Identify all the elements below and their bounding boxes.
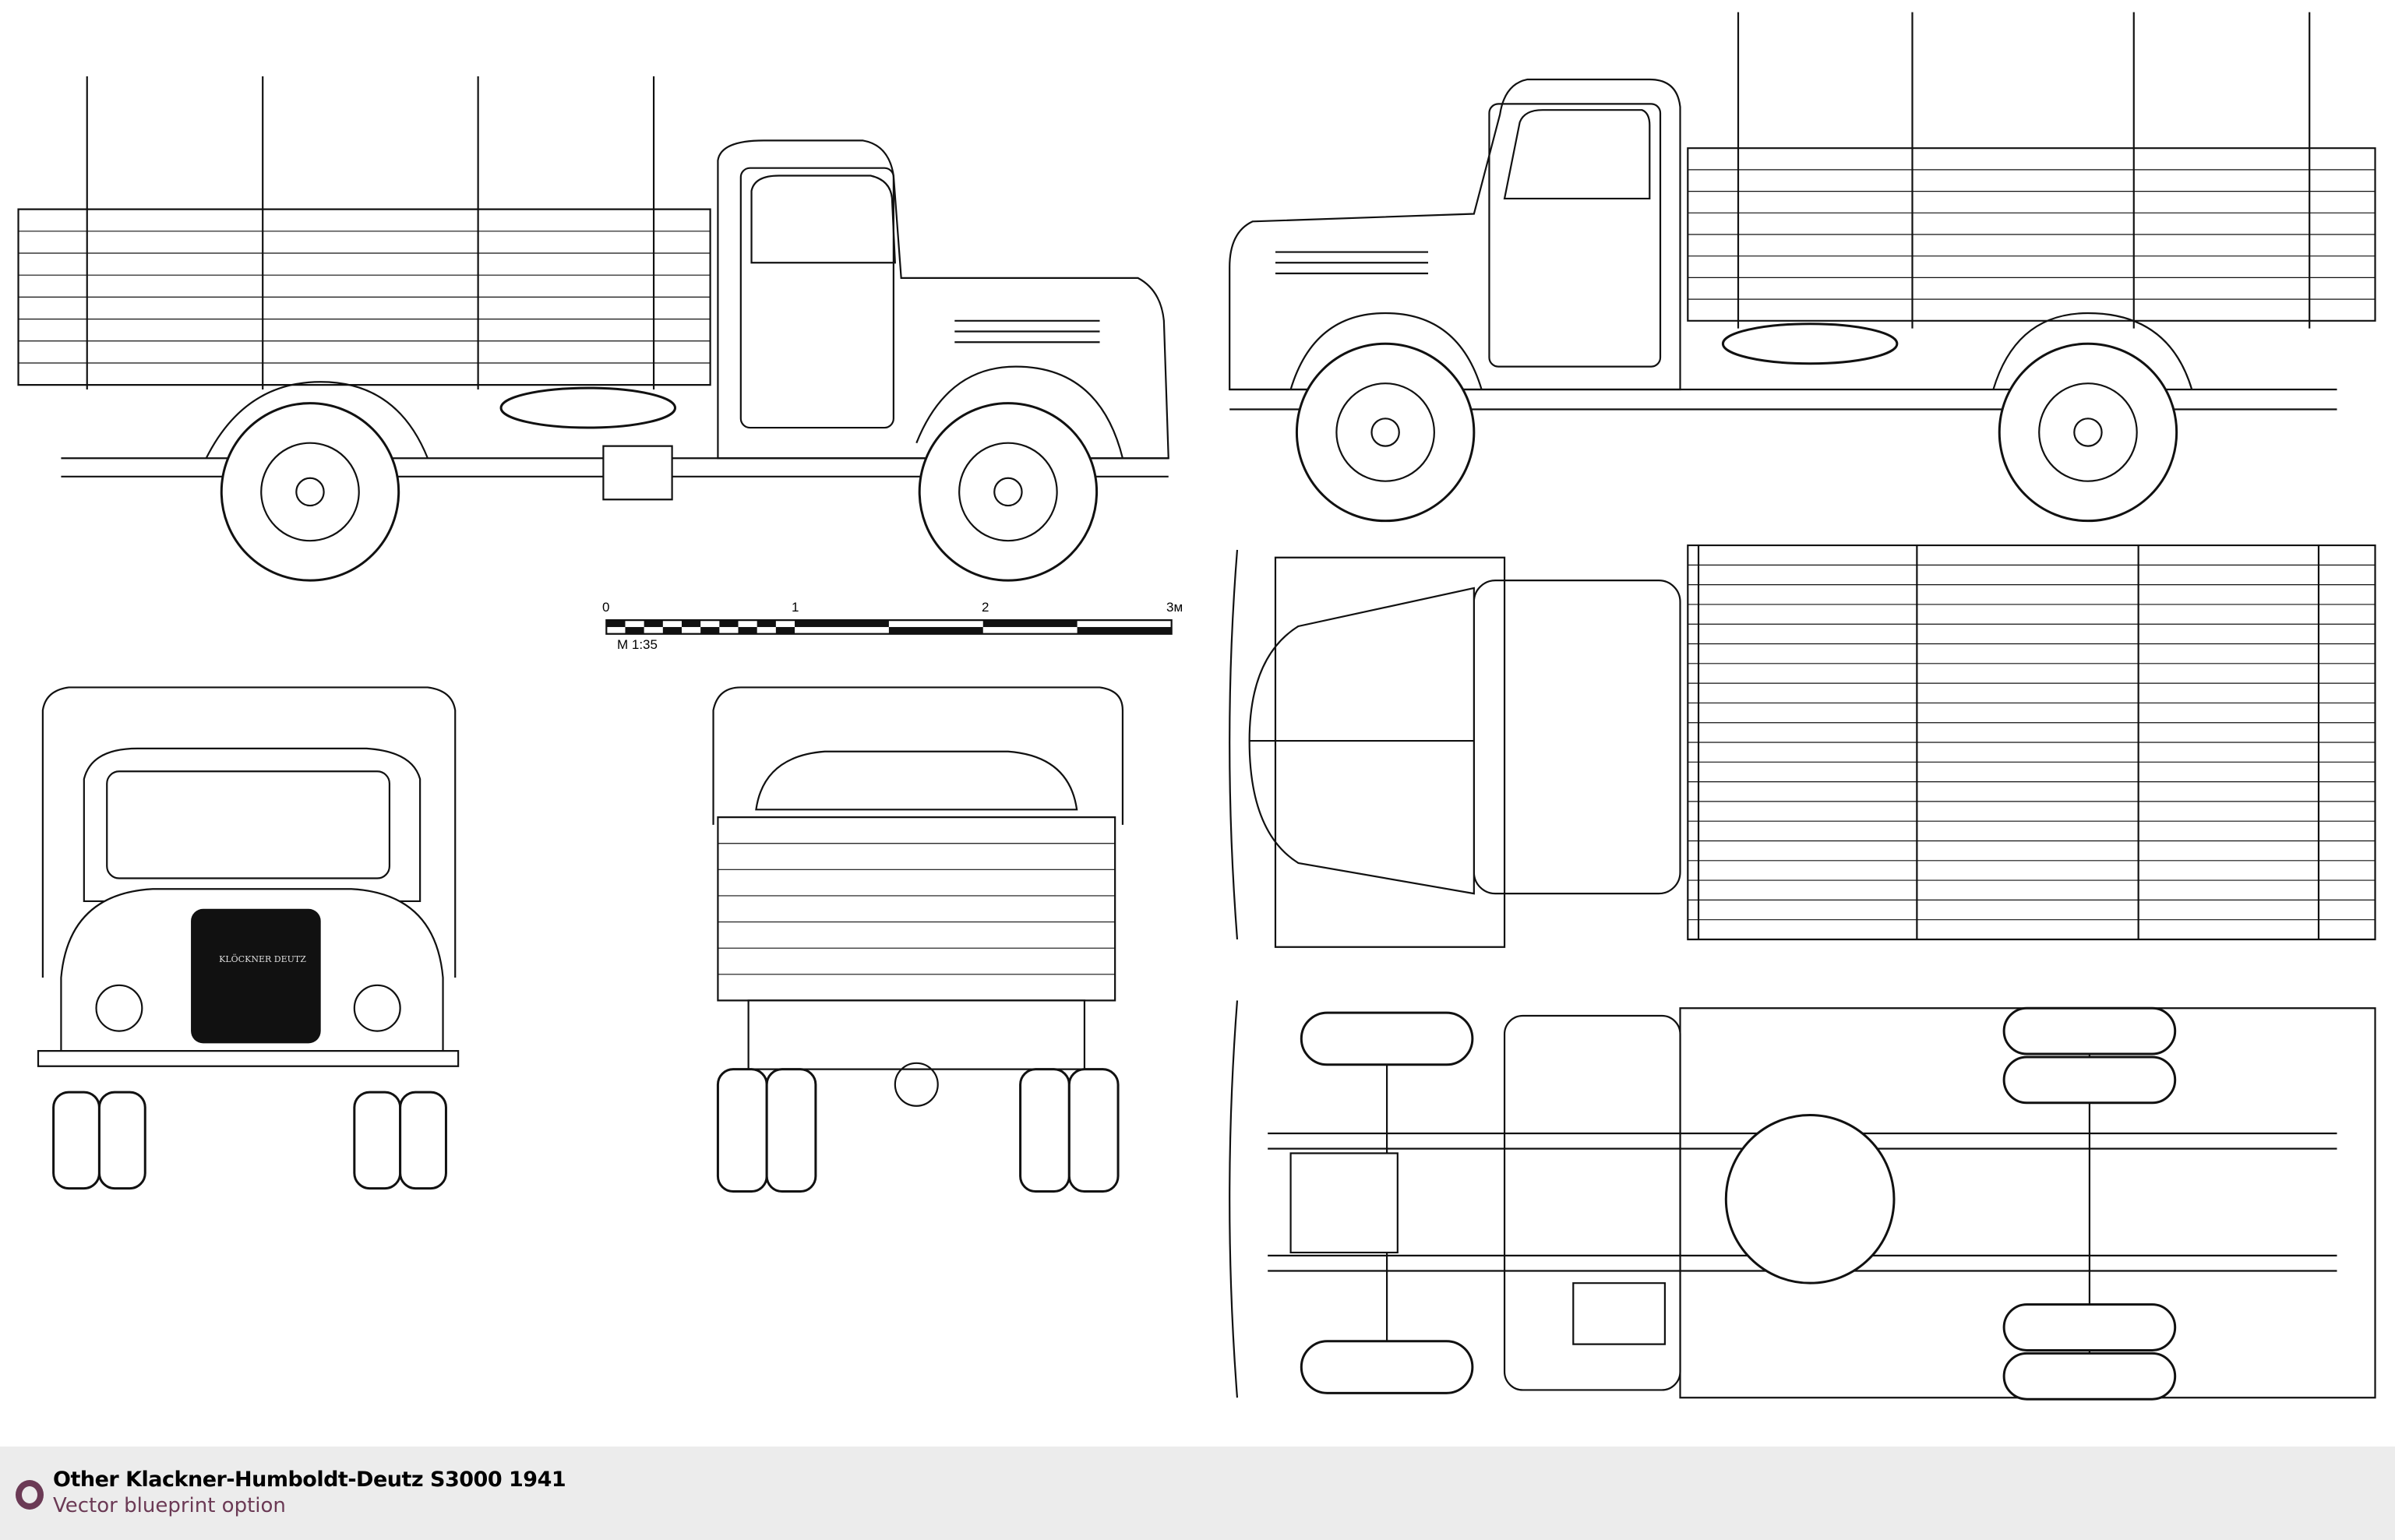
scale-segment [719,620,739,627]
top-view [1229,545,2375,947]
scale-segment [795,620,889,627]
scale-segment [1077,626,1172,634]
scale-segment [625,626,644,634]
scale-segment [644,620,663,627]
caption-subtitle: Vector blueprint option [53,1494,286,1517]
bottom-view [1229,1000,2375,1399]
scale-segment [738,626,757,634]
scale-tick-2: 2 [982,600,989,615]
scale-segment [681,620,701,627]
scale-segment [775,626,795,634]
front-view [38,687,458,1188]
scale-bar [606,620,1171,634]
scale-tick-0: 0 [602,600,610,615]
scale-segment [757,620,776,627]
scale-segment [982,620,1078,627]
scale-segment [888,626,983,634]
grille-badge: KLÖCKNER DEUTZ [219,954,306,964]
scale-segment [700,626,720,634]
scale-tick-1: 1 [792,600,799,615]
scale-segment [606,620,626,627]
caption-title: Other Klackner-Humboldt-Deutz S3000 1941 [53,1468,566,1492]
scale-segment [662,626,682,634]
truck-blueprint-drawing [0,0,2395,1447]
circle-ring-icon [16,1480,44,1510]
scale-tick-3: 3м [1166,600,1183,615]
side-view-left [19,76,1169,580]
scale-ratio-label: М 1:35 [617,637,658,652]
side-view-right [1229,12,2375,521]
caption-bar [0,1447,2395,1540]
rear-view [714,687,1123,1191]
